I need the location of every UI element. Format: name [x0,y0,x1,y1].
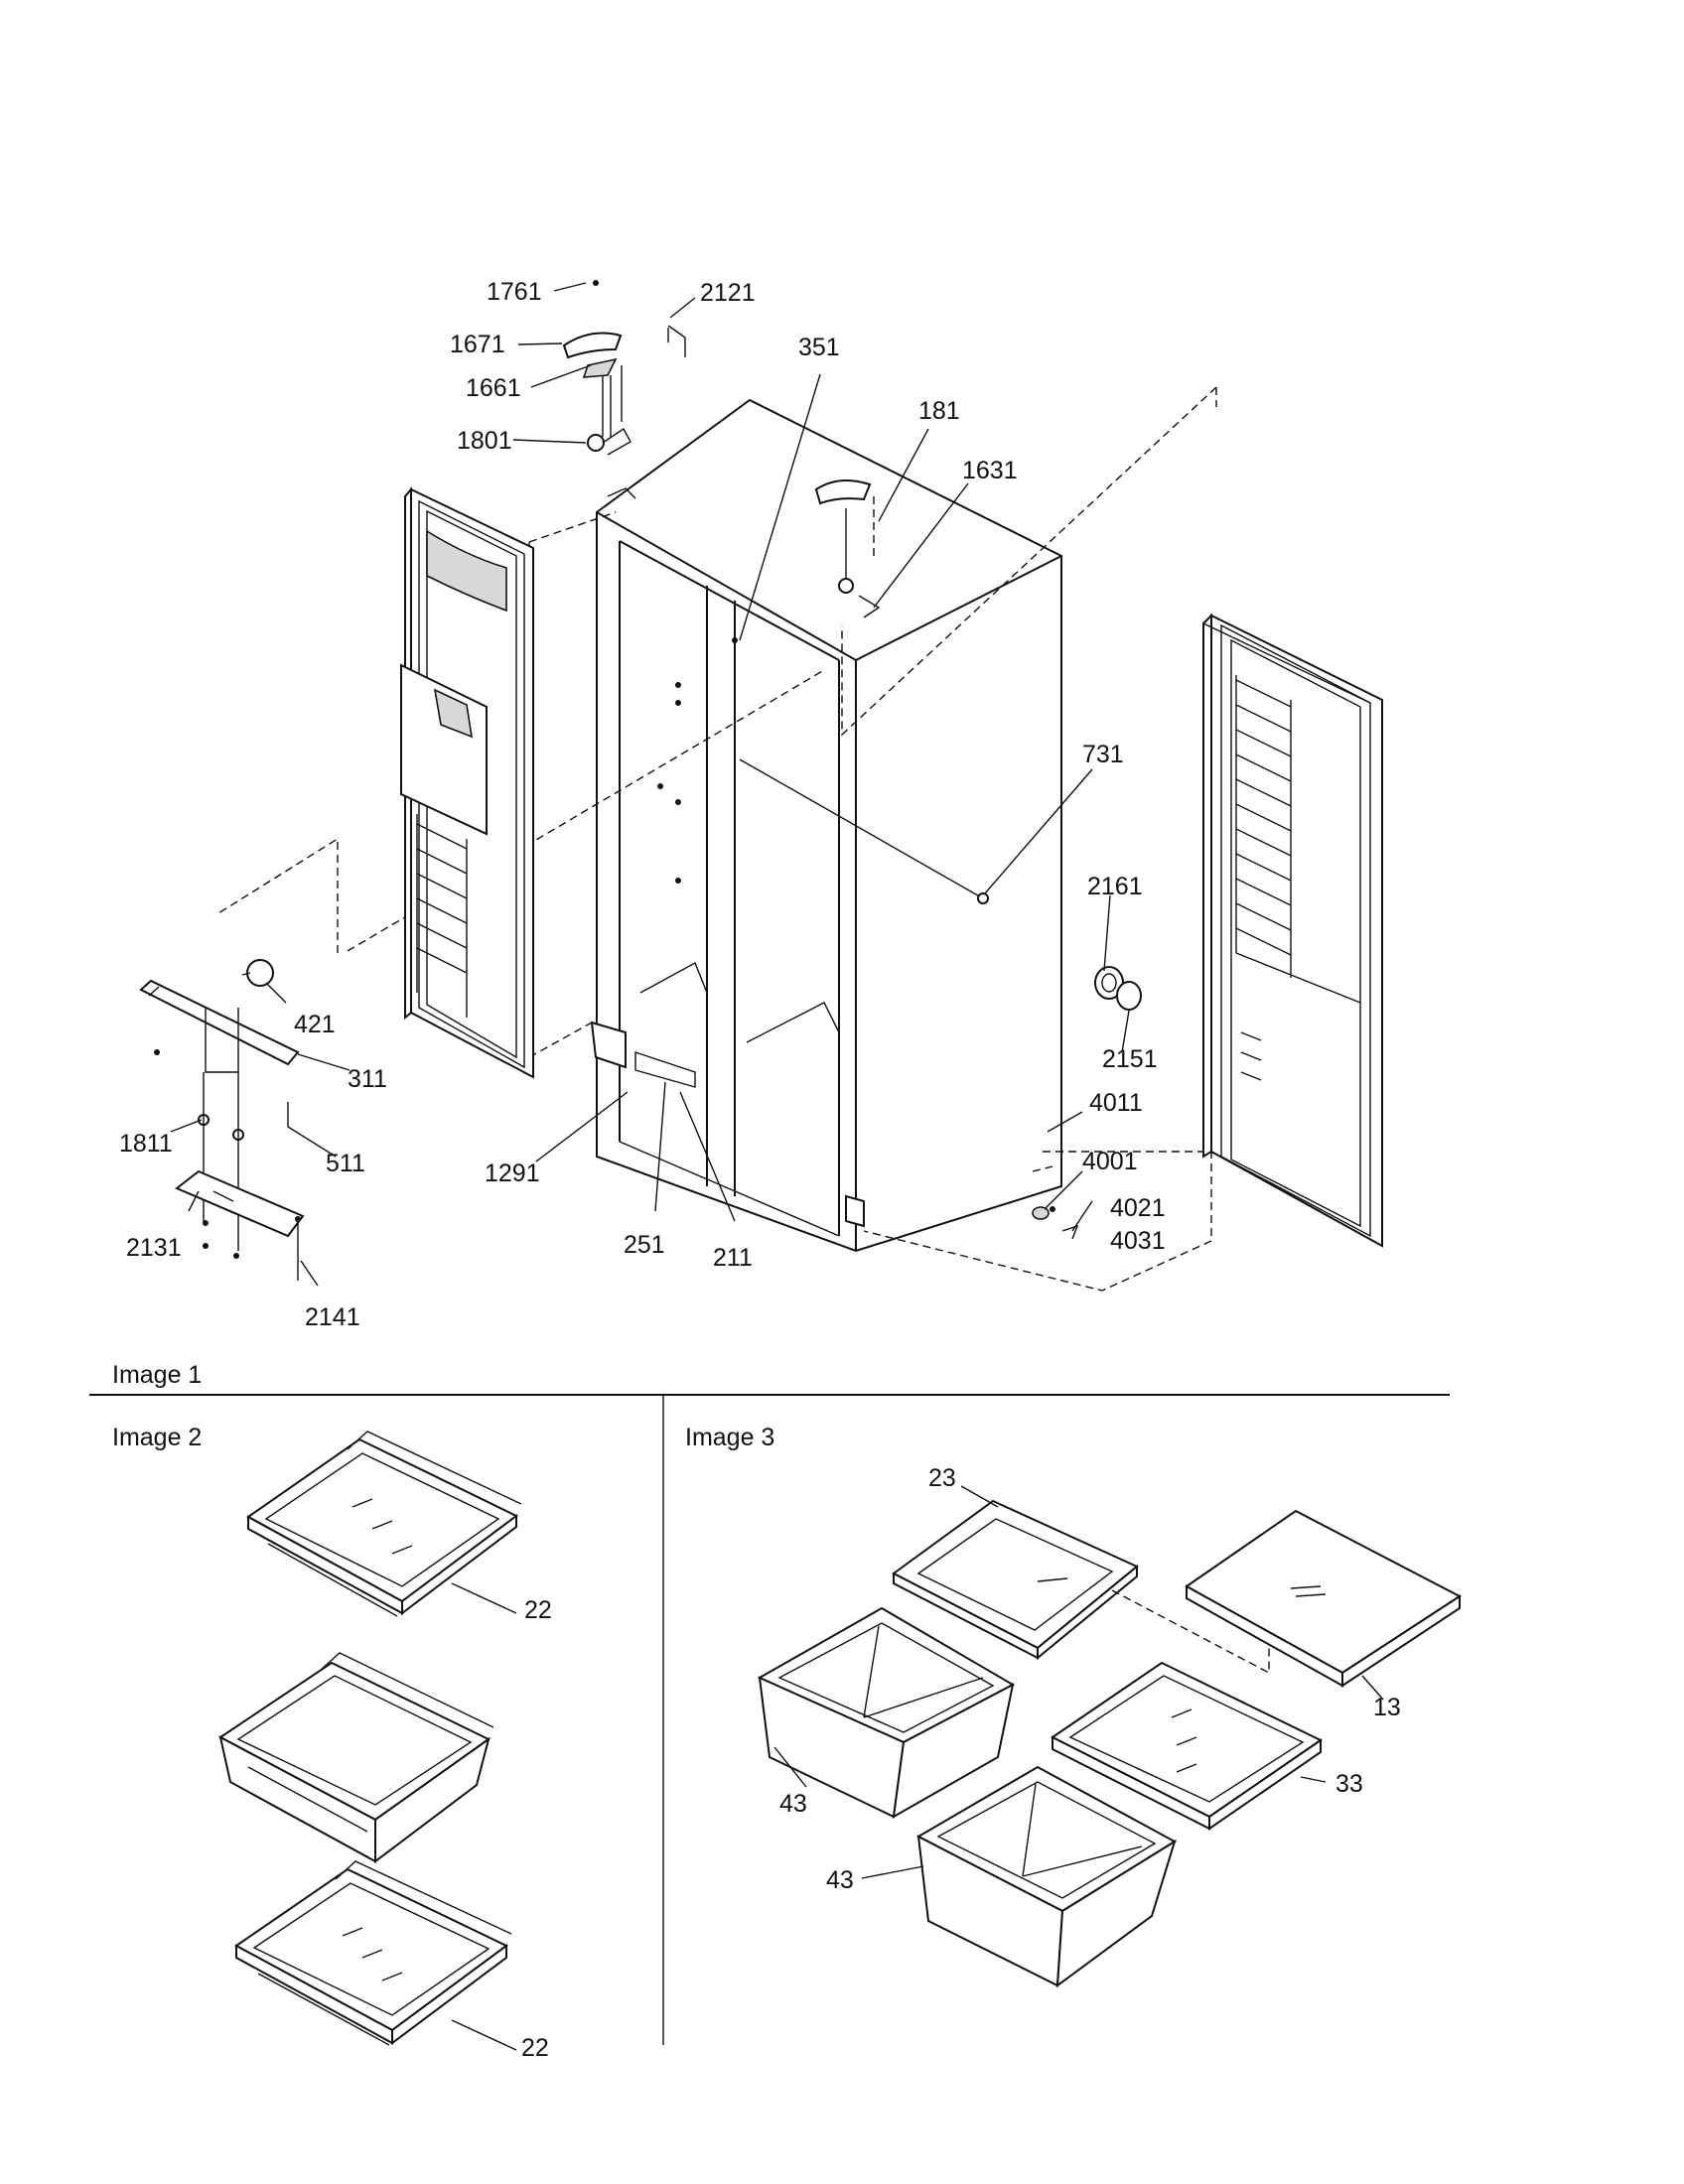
callout-311: 311 [348,1065,387,1093]
callout-4001: 4001 [1082,1148,1138,1175]
shelf-bottom [234,1860,512,2046]
shelf-top [246,1431,522,1617]
crisper-drawer-right [915,1765,1177,1988]
callout-4011: 4011 [1089,1089,1143,1117]
shelf-middle [218,1652,494,1864]
glass-shelf [1185,1509,1462,1688]
callout-4021: 4021 [1110,1194,1166,1222]
callout-1801: 1801 [457,427,512,455]
callout-1661: 1661 [466,374,521,402]
callout-13: 13 [1373,1694,1401,1721]
crisper-shelf [1051,1661,1323,1831]
image2-group: Image 2 [112,1424,552,2062]
crisper-cover [892,1499,1139,1661]
section-label-image2: Image 2 [112,1424,202,1451]
left-hinge [562,280,686,499]
callout-211: 211 [713,1244,753,1272]
callout-1671: 1671 [450,331,505,358]
section-label-image1: Image 1 [112,1361,202,1389]
section-label-image3: Image 3 [685,1424,774,1451]
callout-22-top: 22 [524,1596,552,1624]
image1-leaders [170,282,1130,1287]
callout-43-right: 43 [826,1866,854,1894]
callout-4031: 4031 [1110,1227,1166,1255]
callout-2121: 2121 [700,279,756,307]
image1-group: 1761 2121 1671 1661 351 181 1801 1631 73… [112,278,1383,1389]
callout-2141: 2141 [305,1303,360,1331]
callout-22-bottom: 22 [521,2034,549,2062]
image3-group: Image 3 [685,1424,1462,1988]
crisper-drawer-left [757,1606,1016,1819]
image1-labels: 1761 2121 1671 1661 351 181 1801 1631 73… [119,278,1166,1331]
callout-1631: 1631 [962,457,1018,484]
callout-421: 421 [294,1011,336,1038]
right-door [1202,613,1383,1248]
callout-2151: 2151 [1102,1045,1158,1073]
callout-251: 251 [624,1231,665,1259]
callout-23: 23 [928,1464,956,1492]
callout-1761: 1761 [487,278,542,306]
callout-1811: 1811 [119,1130,173,1158]
small-parts-right [1032,966,1142,1240]
cabinet [217,386,1217,1292]
small-parts-left [139,959,305,1281]
callout-731: 731 [1082,741,1124,768]
callout-181: 181 [918,397,960,425]
callout-33: 33 [1335,1770,1363,1798]
callout-2131: 2131 [126,1234,182,1262]
left-door [400,486,534,1079]
callout-1291: 1291 [485,1160,540,1187]
callout-351: 351 [798,334,840,361]
callout-511: 511 [326,1150,365,1177]
callout-43-left: 43 [779,1790,807,1818]
callout-2161: 2161 [1087,873,1143,900]
